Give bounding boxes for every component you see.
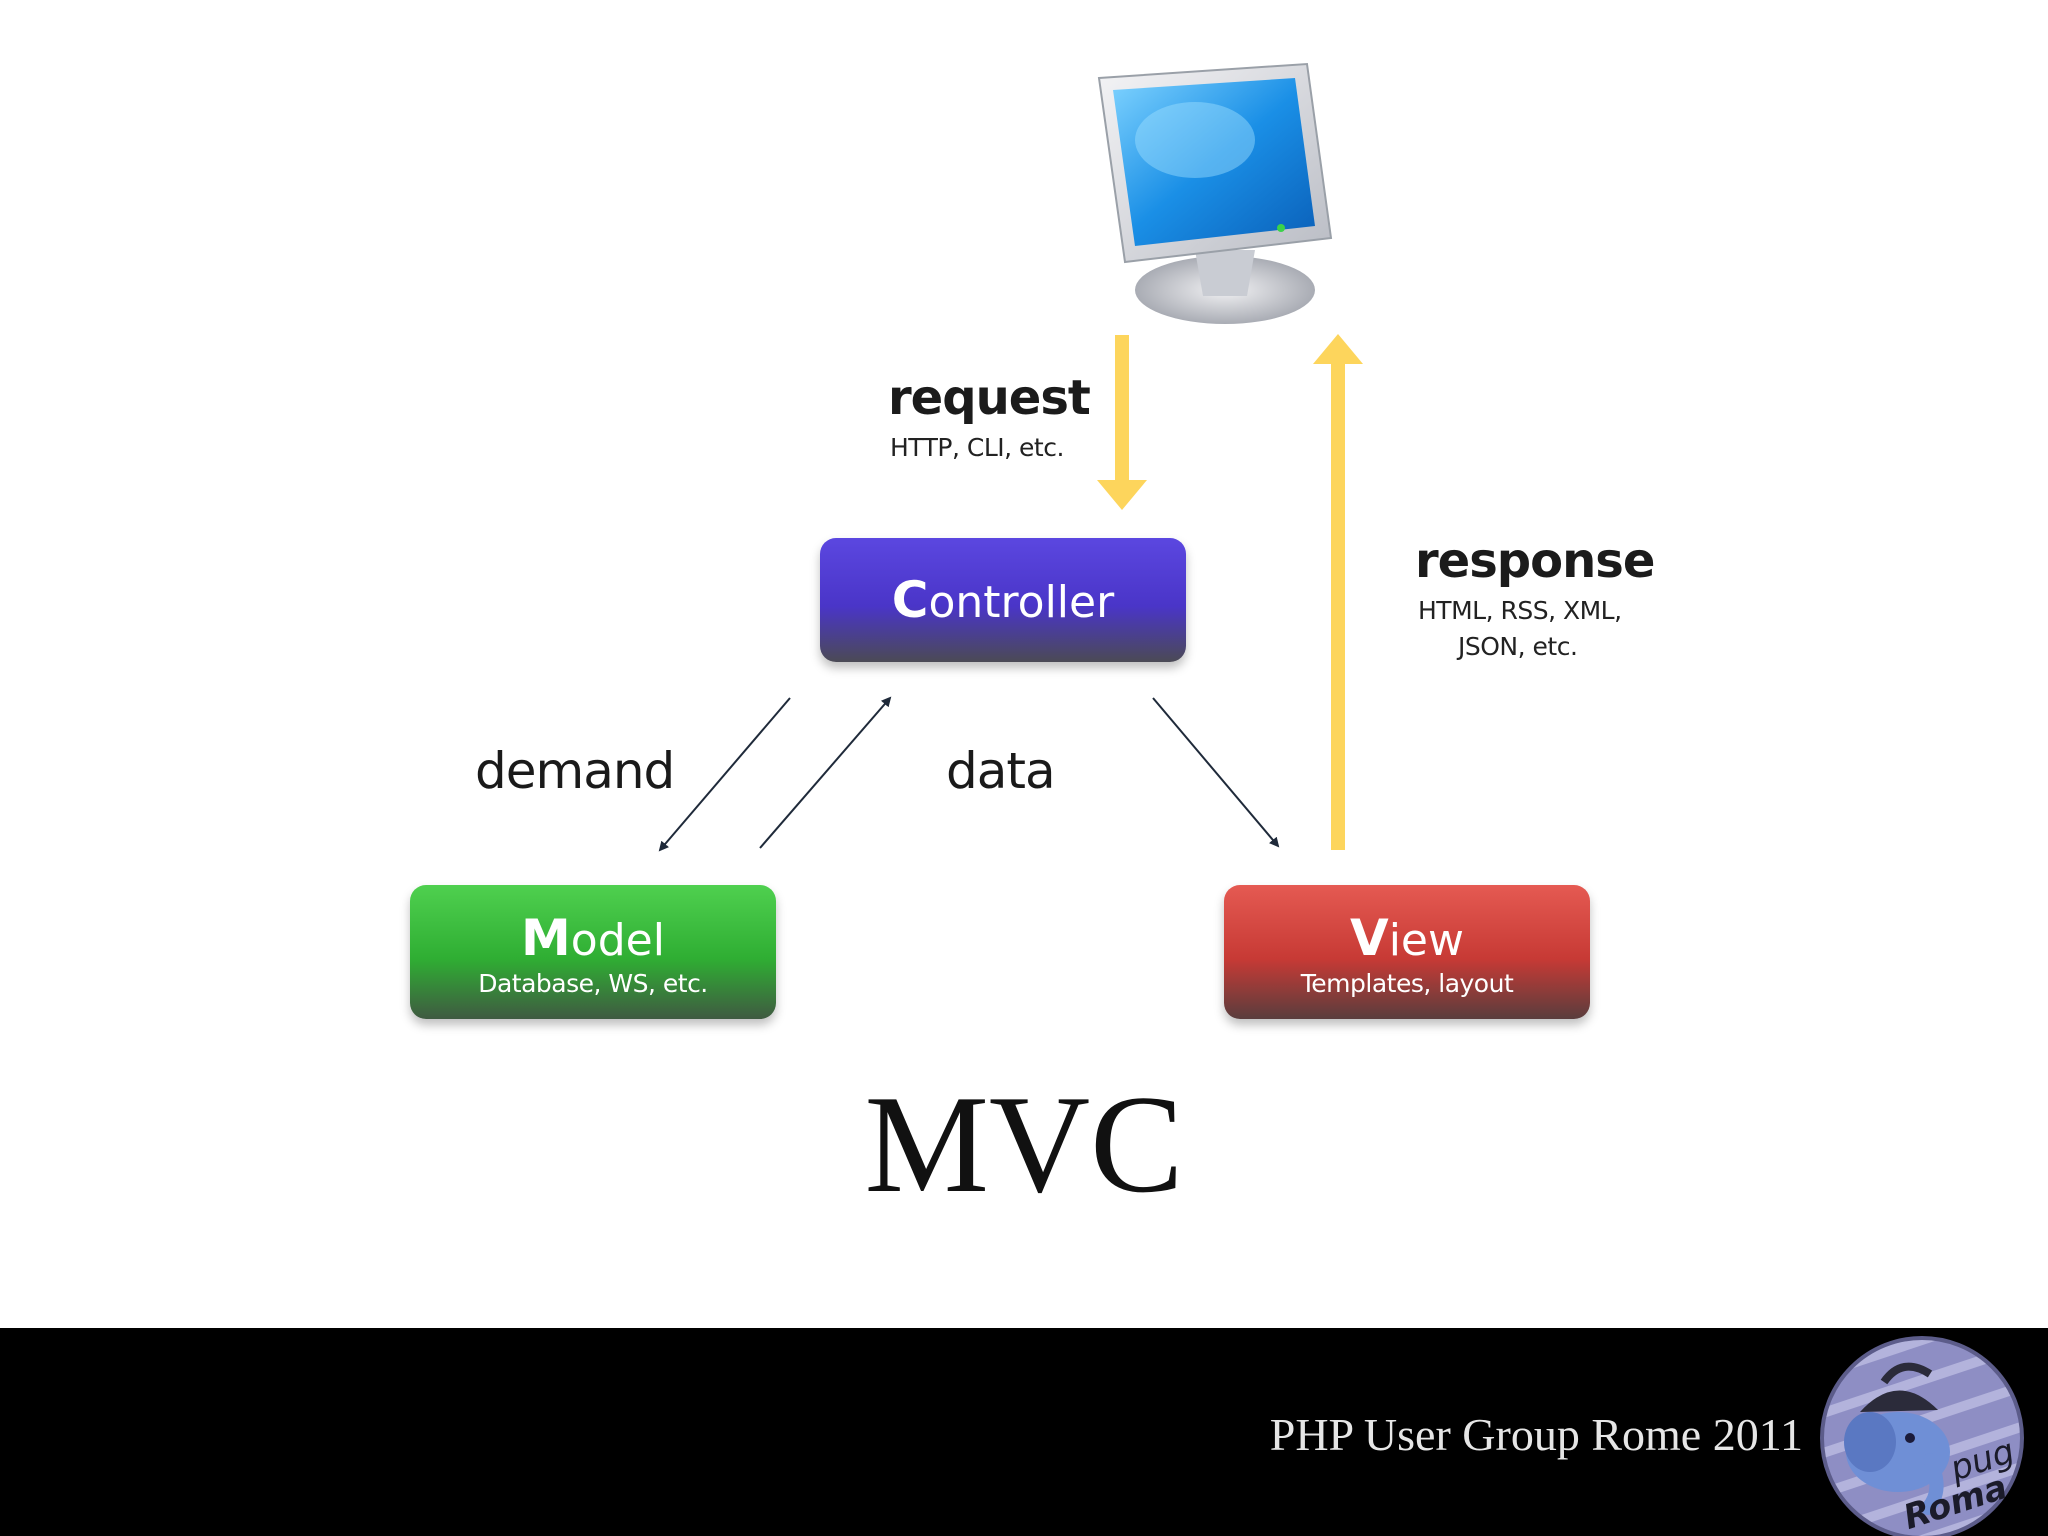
computer-monitor-icon <box>1097 62 1333 324</box>
controller-to-view-arrow <box>1152 697 1280 848</box>
view-sub-label: Templates, layout <box>1300 969 1514 998</box>
request-arrow <box>1097 335 1147 510</box>
data-arrow <box>759 696 892 849</box>
response-sub-line1: HTML, RSS, XML, <box>1418 596 1622 625</box>
model-title: Model <box>521 909 665 967</box>
response-label: response <box>1415 533 1655 589</box>
view-title: View <box>1350 909 1464 967</box>
demand-label: demand <box>475 742 675 800</box>
request-label: request <box>888 370 1091 426</box>
footer-bar: PHP User Group Rome 2011 <box>0 1328 2048 1536</box>
demand-arrow <box>658 697 791 852</box>
footer-text: PHP User Group Rome 2011 <box>1269 1409 1803 1460</box>
response-arrow <box>1313 334 1363 850</box>
pug-elephant-logo: pug Roma <box>1820 1336 2024 1536</box>
response-sub-line2: JSON, etc. <box>1458 632 1578 661</box>
view-box: View Templates, layout <box>1224 885 1590 1019</box>
request-sub-label: HTTP, CLI, etc. <box>890 433 1064 462</box>
data-label: data <box>946 742 1056 800</box>
controller-title: Controller <box>891 571 1115 629</box>
slide-title: MVC <box>864 1067 1184 1222</box>
model-sub-label: Database, WS, etc. <box>478 969 708 998</box>
model-box: Model Database, WS, etc. <box>410 885 776 1019</box>
controller-box: Controller <box>820 538 1186 662</box>
